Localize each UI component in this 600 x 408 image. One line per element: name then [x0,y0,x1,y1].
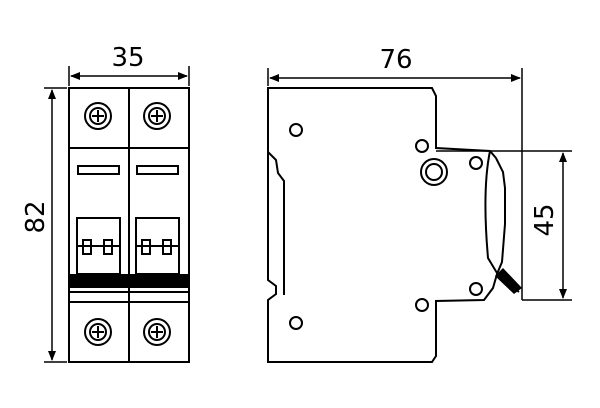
side-handle-edge [484,150,520,293]
rivet [289,316,303,330]
rivet [415,298,429,312]
rivet [469,282,483,296]
lever-pivot [420,158,448,186]
side-toggle-lever [495,268,522,294]
lever-pivot-inner [425,163,443,181]
rivet [289,123,303,137]
rivet [469,156,483,170]
terminal-screw-icon [143,102,171,130]
side-width-label: 76 [379,45,412,75]
front-width-label: 35 [111,43,144,73]
rivet [415,139,429,153]
din-rail-clip [267,151,285,295]
front-height-label: 82 [21,200,51,233]
front-height-dimension [44,87,67,363]
lever-base-bar [69,274,189,288]
toggle-lever [76,217,121,275]
label-window [77,165,120,175]
lever-height-label: 45 [530,203,560,236]
terminal-screw-icon [84,102,112,130]
terminal-screw-icon [84,318,112,346]
label-window [136,165,179,175]
side-body-outline [267,87,506,363]
lever-height-dimension [436,150,572,301]
front-width-dimension [68,66,190,86]
front-view [68,87,190,363]
toggle-lever [135,217,180,275]
side-view [267,87,520,363]
terminal-screw-icon [143,318,171,346]
side-width-dimension [267,68,523,300]
